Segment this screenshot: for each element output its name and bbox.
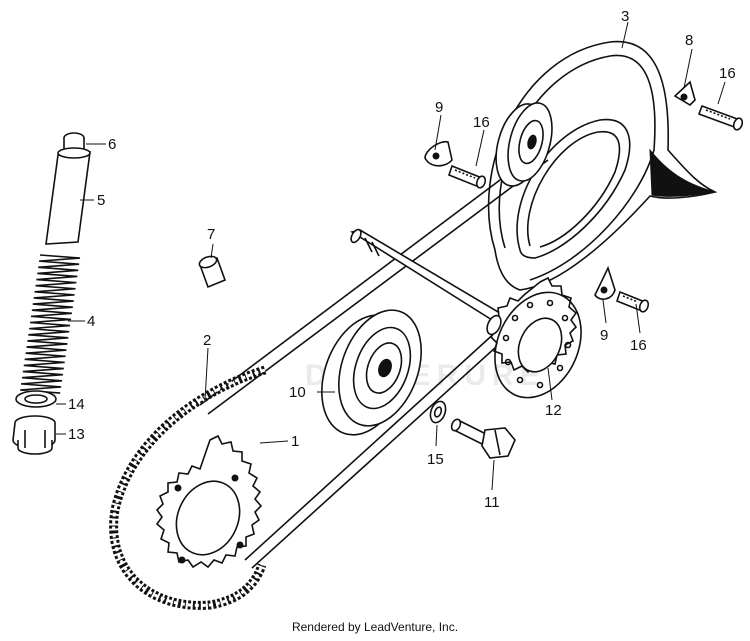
callout-9-upper: 9 <box>435 99 443 116</box>
callout-8: 8 <box>685 32 693 49</box>
callout-5: 5 <box>97 192 105 209</box>
callout-1: 1 <box>291 433 299 450</box>
part-pivot-bolt <box>450 418 516 459</box>
part-washer-14 <box>15 390 57 408</box>
footer-credit: Rendered by LeadVenture, Inc. <box>291 620 459 634</box>
callout-2: 2 <box>203 332 211 349</box>
part-upper-roller <box>495 102 553 187</box>
callout-6: 6 <box>108 136 116 153</box>
part-bolt-16-top-right <box>697 104 744 131</box>
part-bolt-16-middle <box>448 164 487 189</box>
callout-7: 7 <box>207 226 215 243</box>
callout-15: 15 <box>427 451 444 468</box>
part-washer-15 <box>429 400 447 424</box>
part-drive-chain <box>109 365 267 610</box>
part-lock-plate-8 <box>673 80 696 107</box>
callout-9-lower: 9 <box>600 327 608 344</box>
part-cap-nut-13 <box>12 415 56 455</box>
callouts: 1 2 3 4 5 6 7 8 9 9 10 11 12 13 14 15 16… <box>68 8 736 511</box>
part-idler-roller <box>321 309 422 436</box>
part-spring-4 <box>20 254 81 394</box>
callout-3: 3 <box>621 8 629 25</box>
part-bolt-16-lower <box>616 290 650 313</box>
part-lock-plate-9-upper <box>424 140 453 167</box>
part-driven-sprocket <box>486 276 582 399</box>
callout-16-top-right: 16 <box>719 65 736 82</box>
callout-16-middle: 16 <box>473 114 490 131</box>
callout-16-lower: 16 <box>630 337 647 354</box>
part-collar-7 <box>198 255 227 289</box>
callout-13: 13 <box>68 426 85 443</box>
callout-14: 14 <box>68 396 85 413</box>
leader-lines <box>56 21 726 491</box>
chain-run <box>199 149 549 569</box>
callout-4: 4 <box>87 313 95 330</box>
callout-11: 11 <box>484 494 500 511</box>
part-lock-plate-9-lower <box>594 265 616 300</box>
callout-12: 12 <box>545 402 562 419</box>
part-drive-sprocket <box>155 434 263 569</box>
part-tube-5 <box>45 147 91 245</box>
callout-10: 10 <box>289 384 306 401</box>
